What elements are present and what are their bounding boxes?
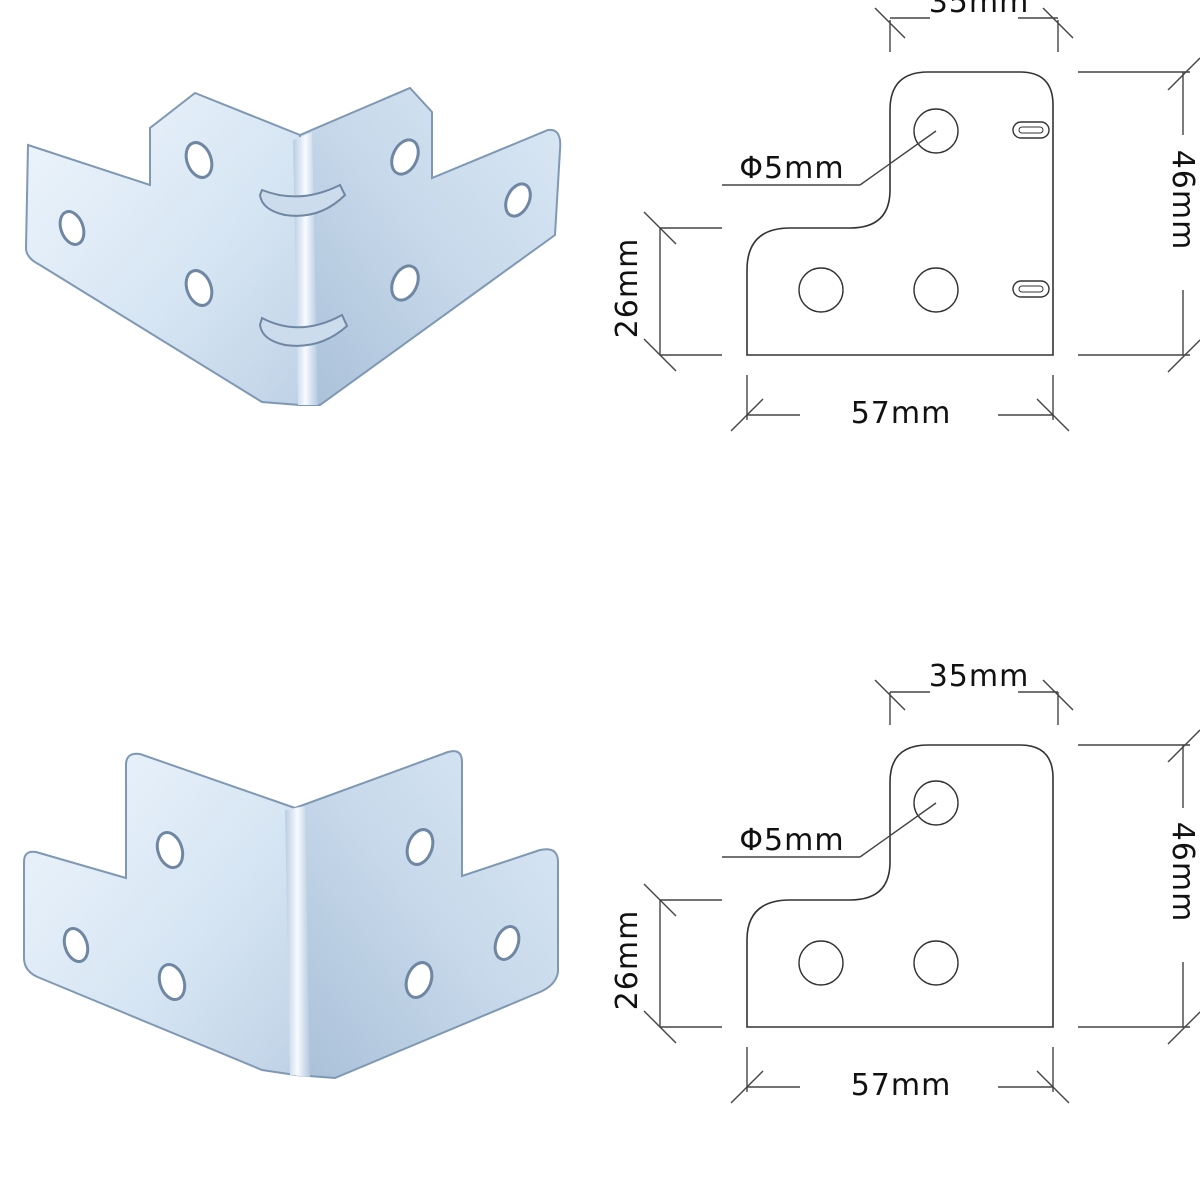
slot-icon [1018,126,1044,134]
plate-outline [746,744,1054,1028]
hole-icon [390,138,420,176]
dim-hole-diameter-label: Φ5mm [739,151,844,186]
bracket-1-left-wing [24,91,301,407]
bracket-2-right-wing [294,750,559,1080]
hole-icon [913,267,959,313]
dim-lower-height-label: 26mm [610,238,645,339]
hole-icon [184,141,214,179]
dim-hole-diameter-label: Φ5mm [739,823,844,858]
hole-icon [504,182,532,218]
hole-icon [62,926,90,964]
bracket-1-right-wing [299,86,562,406]
bracket-2-left-wing [23,752,296,1077]
hole-icon [404,961,434,999]
hole-icon [184,269,214,307]
hole-icon [798,267,844,313]
bracket-1-tab-lower [258,313,349,347]
hole-icon [913,940,959,986]
hole-icon [798,940,844,986]
slot-icon [1012,121,1050,139]
bracket-1-tab-upper [258,183,347,217]
hole-icon [405,828,435,866]
bracket-image-1 [24,86,562,407]
dim-total-width-label: 57mm [851,1068,952,1103]
slot-icon [1018,285,1044,293]
hole-icon [493,925,521,961]
slot-icon [1012,280,1050,298]
hole-icon [155,830,185,870]
technical-drawing-1: 35mm Φ5mm 46mm 26mm 57mm [610,0,1200,432]
dim-top-width-label: 35mm [929,659,1030,694]
hole-icon [390,264,420,302]
dim-total-height-label: 46mm [1165,822,1200,923]
bracket-image-2 [23,750,559,1080]
dim-top-width-label: 35mm [929,0,1030,20]
dim-total-height-label: 46mm [1165,150,1200,251]
technical-drawing-2: 35mm Φ5mm 46mm 26mm 57mm [610,659,1200,1104]
bracket-2-bend [285,806,310,1077]
hole-icon [157,962,187,1002]
plate-outline [746,71,1054,356]
dim-total-width-label: 57mm [851,396,952,431]
hole-icon [58,210,86,246]
dim-lower-height-label: 26mm [610,910,645,1011]
